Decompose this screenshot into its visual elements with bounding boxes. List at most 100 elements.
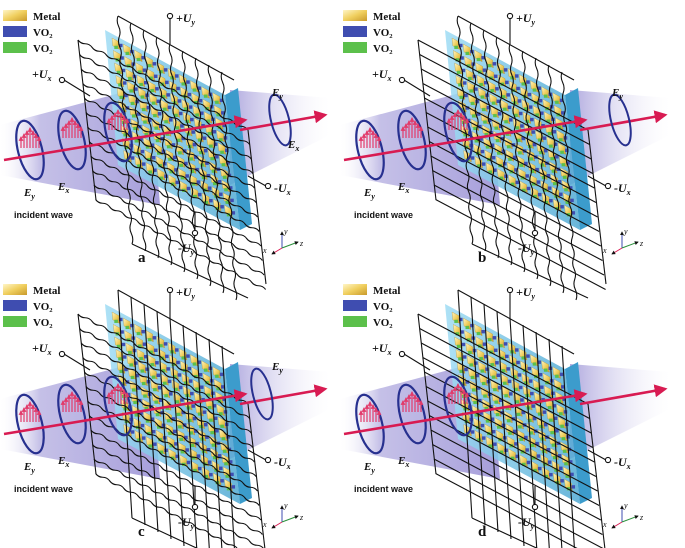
vo2-bridge-x bbox=[486, 105, 491, 110]
vo2-bridge-x bbox=[474, 87, 478, 91]
transmitted-ellipse bbox=[250, 367, 274, 421]
vo2-bridge-y bbox=[484, 406, 489, 411]
vo2-bridge-x bbox=[490, 143, 495, 147]
vo2-bridge-x bbox=[172, 155, 177, 160]
vo2-bridge-x bbox=[142, 342, 147, 346]
vo2-bridge-y bbox=[144, 406, 149, 411]
vo2-bridge-x bbox=[482, 68, 487, 72]
x-electrode-line bbox=[91, 444, 263, 535]
vo2-bridge-x bbox=[207, 460, 212, 464]
vo2-bridge-y bbox=[215, 100, 219, 104]
z-axis-label: z bbox=[639, 239, 644, 248]
vo2-bridge-y bbox=[181, 356, 186, 360]
vo2-bridge-x bbox=[217, 180, 222, 184]
vo2-bridge-y bbox=[547, 132, 552, 136]
vo2-bridge-x bbox=[191, 404, 195, 408]
vo2-bridge-y bbox=[190, 443, 195, 448]
vo2-bridge-x bbox=[517, 373, 522, 377]
vo2-bridge-x bbox=[228, 460, 233, 464]
vo2-bridge-x bbox=[150, 417, 155, 421]
vo2-bridge-y bbox=[505, 406, 510, 410]
vo2-bridge-y bbox=[118, 83, 122, 87]
vo2-bridge-x bbox=[209, 472, 213, 477]
vo2-bridge-x bbox=[531, 404, 535, 408]
y-electrode-line bbox=[483, 303, 499, 533]
vo2-bridge-x bbox=[487, 118, 492, 122]
minus-uy-label: -Uy bbox=[518, 515, 535, 531]
vo2-bridge-y bbox=[155, 413, 160, 417]
vo2-bridge-y bbox=[147, 157, 151, 162]
vo2-bridge-x bbox=[122, 81, 127, 85]
vo2-bridge-x bbox=[515, 454, 520, 459]
vo2-bridge-y bbox=[176, 412, 181, 416]
transmitted-beam bbox=[570, 90, 670, 185]
vo2-bridge-x bbox=[199, 111, 204, 115]
vo2-bridge-y bbox=[544, 474, 549, 479]
y-electrode-line bbox=[456, 15, 474, 245]
electrode-wires bbox=[417, 15, 607, 301]
vo2-bridge-y bbox=[114, 319, 118, 323]
vo2-bridge-x bbox=[499, 398, 503, 402]
vo2-bridge-x bbox=[553, 142, 558, 146]
metasurface-grid bbox=[451, 311, 576, 492]
vo2-bridge-y bbox=[180, 450, 185, 454]
vo2-bridge-x bbox=[186, 80, 190, 84]
vo2-bridge-y bbox=[164, 394, 168, 398]
x-electrode-line bbox=[79, 328, 251, 419]
vo2-bridge-y bbox=[125, 51, 130, 56]
vo2-bridge-x bbox=[141, 329, 145, 334]
vo2-bridge-x bbox=[165, 80, 169, 85]
vo2-bridge-y bbox=[494, 400, 499, 404]
left-bus bbox=[77, 39, 97, 201]
minus-y-terminal bbox=[531, 503, 539, 511]
x-electrode-line bbox=[90, 155, 262, 247]
legend-swatch-metal bbox=[343, 10, 367, 21]
vo2-bridge-y bbox=[145, 419, 150, 423]
vo2-bridge-x bbox=[526, 186, 531, 191]
vo2-bridge-x bbox=[499, 124, 503, 128]
vo2-bridge-x bbox=[558, 192, 563, 196]
vo2-bridge-x bbox=[477, 398, 482, 403]
vo2-bridge-x bbox=[159, 398, 163, 402]
vo2-bridge-y bbox=[533, 468, 537, 473]
vo2-bridge-y bbox=[149, 350, 153, 354]
minus-uy-label: -Uy bbox=[178, 241, 195, 257]
vo2-bridge-x bbox=[551, 391, 555, 395]
vo2-bridge-y bbox=[478, 70, 482, 74]
vo2-bridge-y bbox=[535, 387, 539, 391]
legend-label: VO₂ bbox=[373, 317, 393, 329]
z-axis-label: z bbox=[299, 239, 304, 248]
vo2-bridge-x bbox=[152, 336, 157, 340]
vo2-bridge-x bbox=[193, 429, 198, 433]
vo2-bridge-x bbox=[190, 117, 194, 122]
vo2-bridge-y bbox=[193, 194, 197, 199]
vo2-bridge-y bbox=[184, 107, 188, 111]
bottom-bus bbox=[471, 243, 589, 299]
vo2-bridge-x bbox=[220, 479, 224, 483]
vo2-bridge-y bbox=[549, 144, 553, 148]
vo2-bridge-x bbox=[155, 361, 159, 365]
vo2-bridge-y bbox=[503, 107, 507, 111]
vo2-bridge-x bbox=[157, 386, 162, 390]
vo2-bridge-x bbox=[186, 460, 191, 465]
vo2-bridge-y bbox=[543, 368, 548, 372]
vo2-bridge-y bbox=[216, 387, 221, 391]
x-axis-label: x bbox=[602, 520, 607, 529]
vo2-bridge-x bbox=[501, 423, 506, 427]
plus-uy-label: +Uy bbox=[176, 11, 196, 27]
vo2-bridge-y bbox=[221, 437, 226, 441]
polarization-ellipse bbox=[15, 119, 45, 181]
vo2-bridge-x bbox=[518, 111, 523, 116]
vo2-bridge-x bbox=[557, 454, 562, 458]
vo2-bridge-y bbox=[490, 363, 495, 367]
plus-x-terminal bbox=[58, 350, 66, 358]
vo2-bridge-y bbox=[484, 132, 489, 137]
vo2-bridge-x bbox=[186, 186, 191, 191]
y-electrode-line bbox=[168, 43, 186, 273]
vo2-bridge-y bbox=[515, 126, 520, 130]
vo2-bridge-x bbox=[193, 155, 198, 159]
vo2-bridge-x bbox=[542, 410, 547, 414]
vo2-bridge-x bbox=[549, 198, 553, 203]
vo2-bridge-x bbox=[546, 447, 551, 452]
vo2-bridge-y bbox=[531, 182, 536, 186]
